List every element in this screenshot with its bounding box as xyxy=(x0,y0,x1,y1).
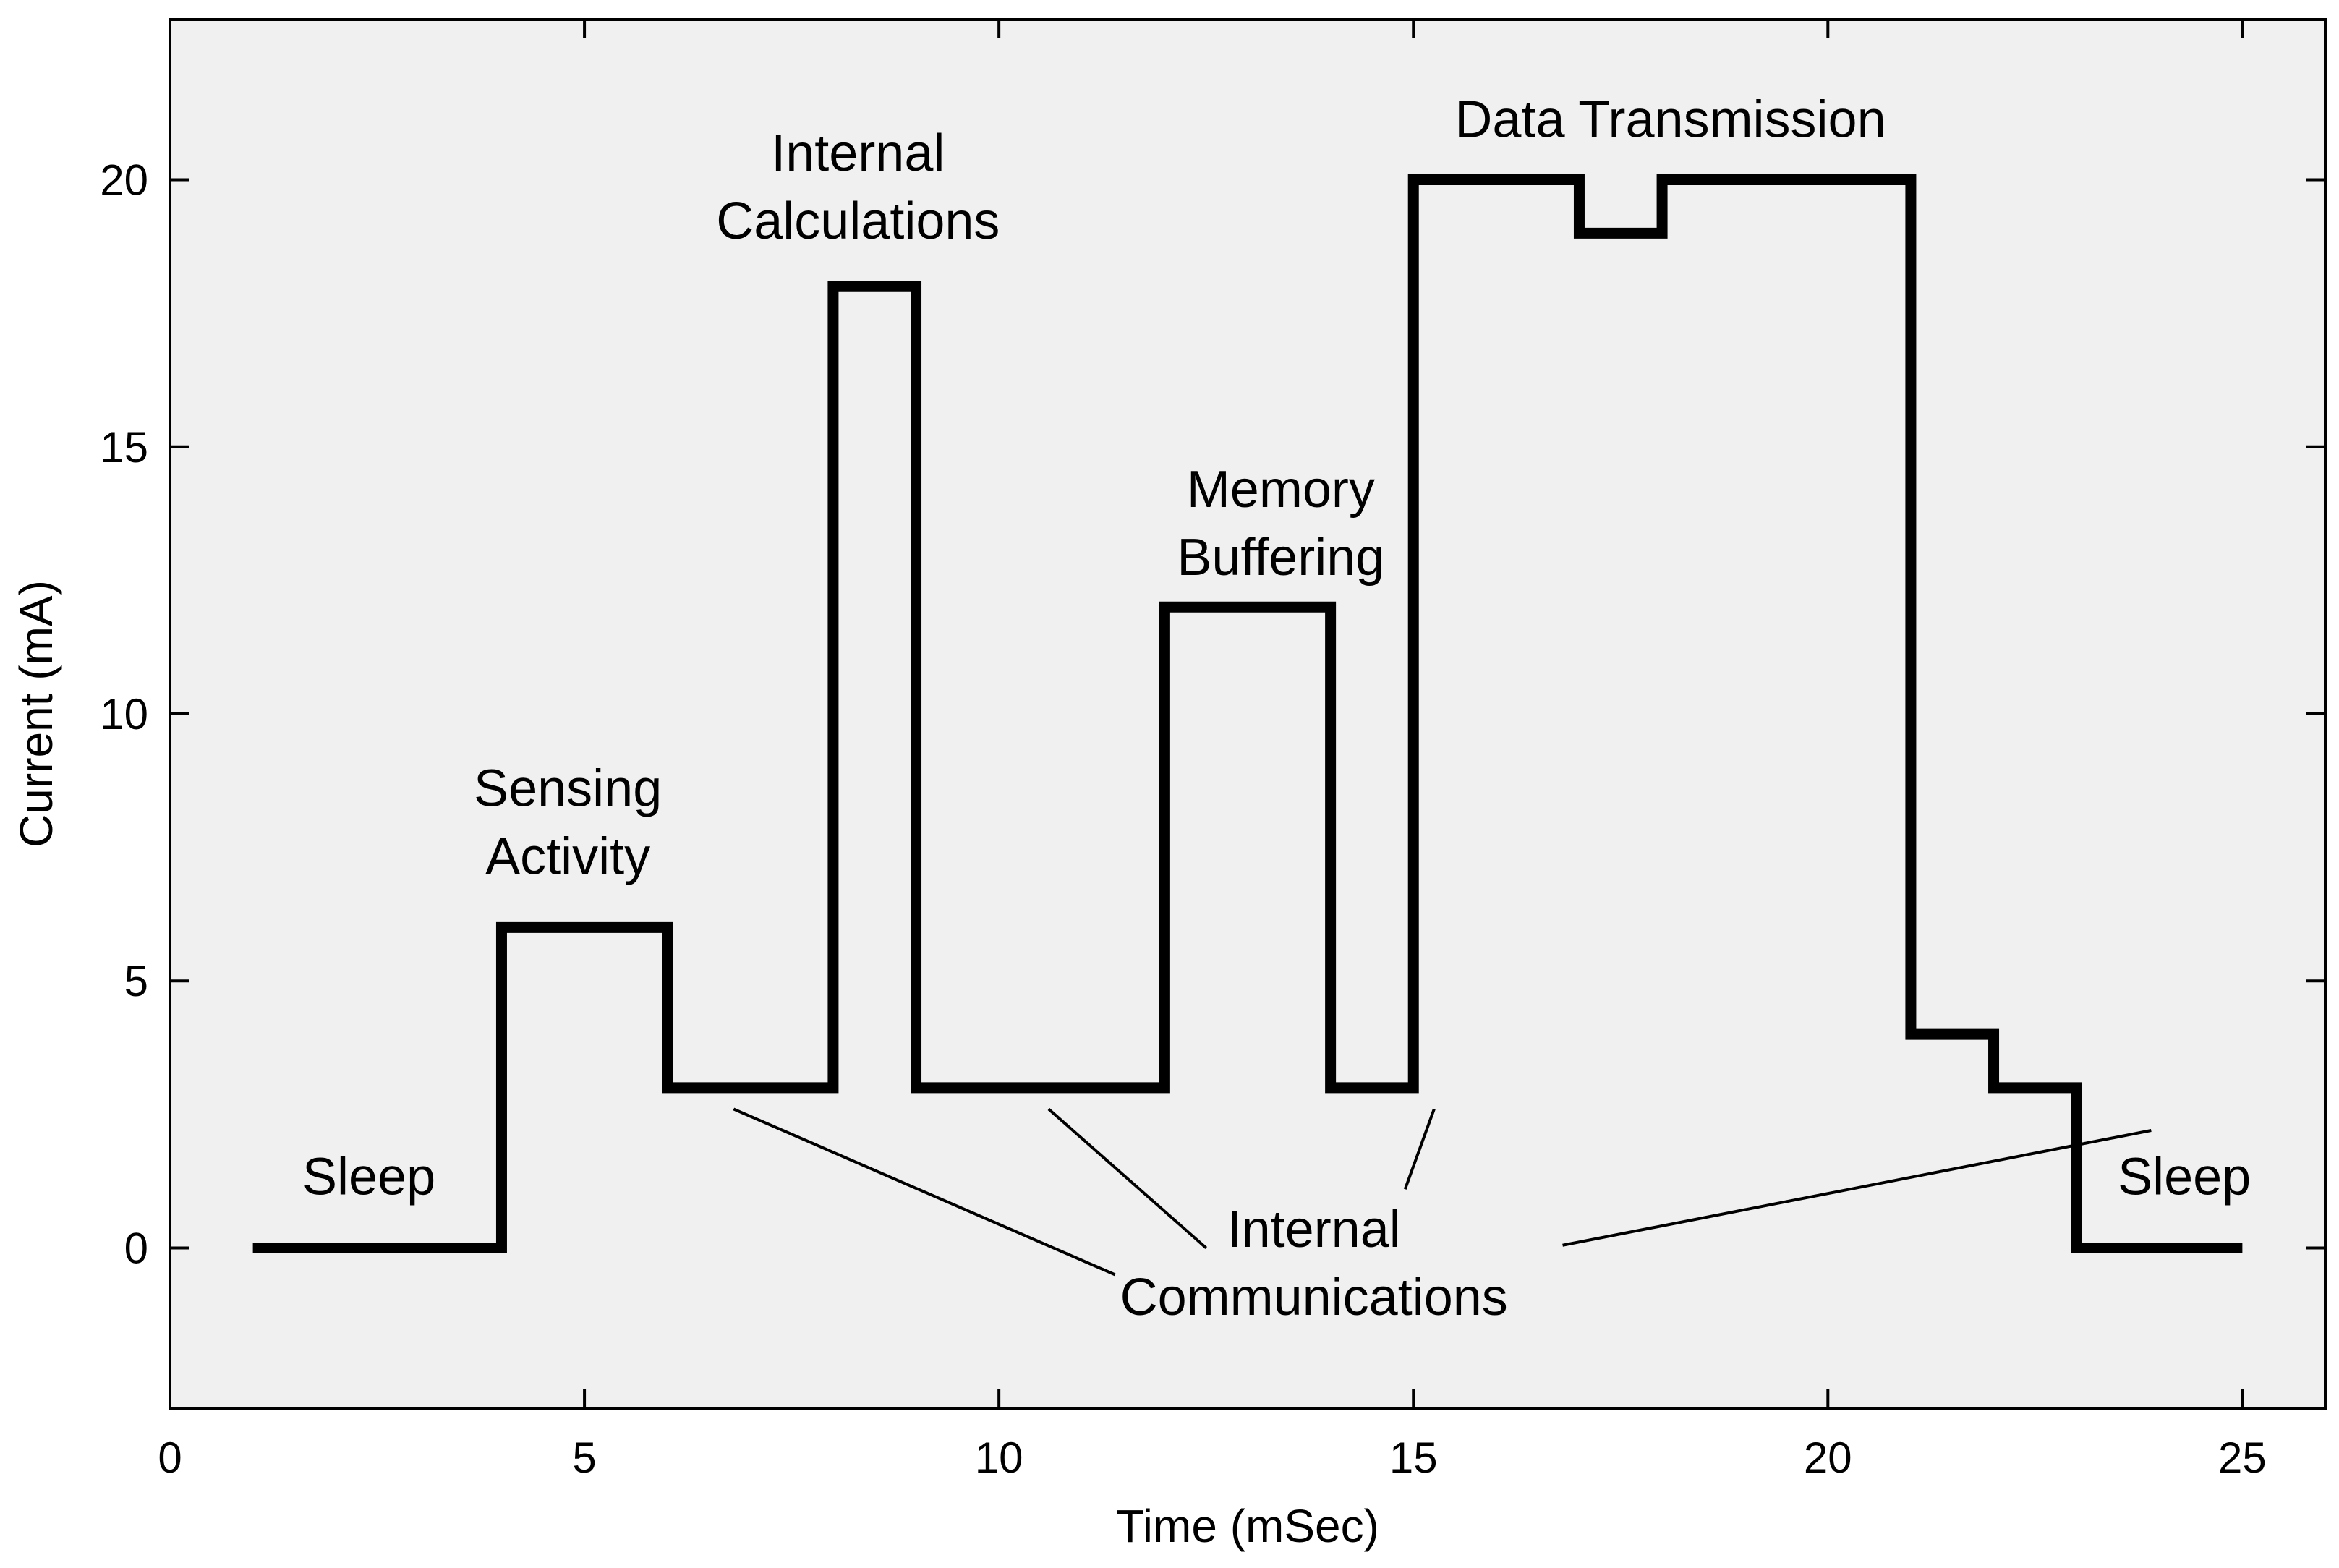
annotation-line: Communications xyxy=(1120,1269,1508,1326)
leader-line xyxy=(733,1107,1116,1277)
x-tick-label: 5 xyxy=(572,1433,596,1482)
y-tick-label: 20 xyxy=(100,156,148,205)
annotation-line: Calculations xyxy=(716,192,1000,250)
annotation-line: Activity xyxy=(485,828,650,886)
x-axis-label: Time (mSec) xyxy=(1116,1500,1379,1552)
series-layer xyxy=(252,174,2243,1253)
x-tick-label: 25 xyxy=(2218,1433,2267,1482)
y-axis-label: Current (mA) xyxy=(10,580,62,848)
current-step-line xyxy=(252,174,2243,1253)
annotation-line: Internal xyxy=(771,124,945,182)
tick-labels-layer: 0 5 10 15 20 25 0 5 10 15 20 xyxy=(100,156,2267,1482)
x-tick-label: 10 xyxy=(975,1433,1023,1482)
annotation-line: Sleep xyxy=(2118,1149,2251,1206)
plot-frame xyxy=(169,18,2327,1410)
y-tick-label: 0 xyxy=(124,1224,148,1272)
phase-annotation: Data Transmission xyxy=(1454,90,1886,148)
x-tick-label: 0 xyxy=(158,1433,182,1482)
y-tick-label: 5 xyxy=(124,957,148,1005)
annotation-line: Sensing xyxy=(474,760,662,818)
annotation-line: Sleep xyxy=(302,1149,435,1206)
annotation-line: Memory xyxy=(1187,461,1375,519)
annotation-line: Data Transmission xyxy=(1454,90,1886,148)
annotation-line: Buffering xyxy=(1177,529,1384,587)
y-tick-label: 15 xyxy=(100,423,148,472)
leader-line xyxy=(1403,1108,1436,1190)
leader-line xyxy=(1562,1129,2152,1247)
x-tick-label: 20 xyxy=(1804,1433,1852,1482)
ticks-layer xyxy=(169,20,2325,1408)
annotation-line: Internal xyxy=(1227,1201,1401,1258)
y-tick-label: 10 xyxy=(100,690,148,738)
leader-lines xyxy=(733,1107,2152,1277)
x-tick-label: 15 xyxy=(1389,1433,1438,1482)
leader-line xyxy=(1047,1107,1208,1249)
phase-annotation: Sleep xyxy=(2118,1149,2251,1206)
plot-background xyxy=(170,20,2325,1408)
phase-annotation: Sleep xyxy=(302,1149,435,1206)
